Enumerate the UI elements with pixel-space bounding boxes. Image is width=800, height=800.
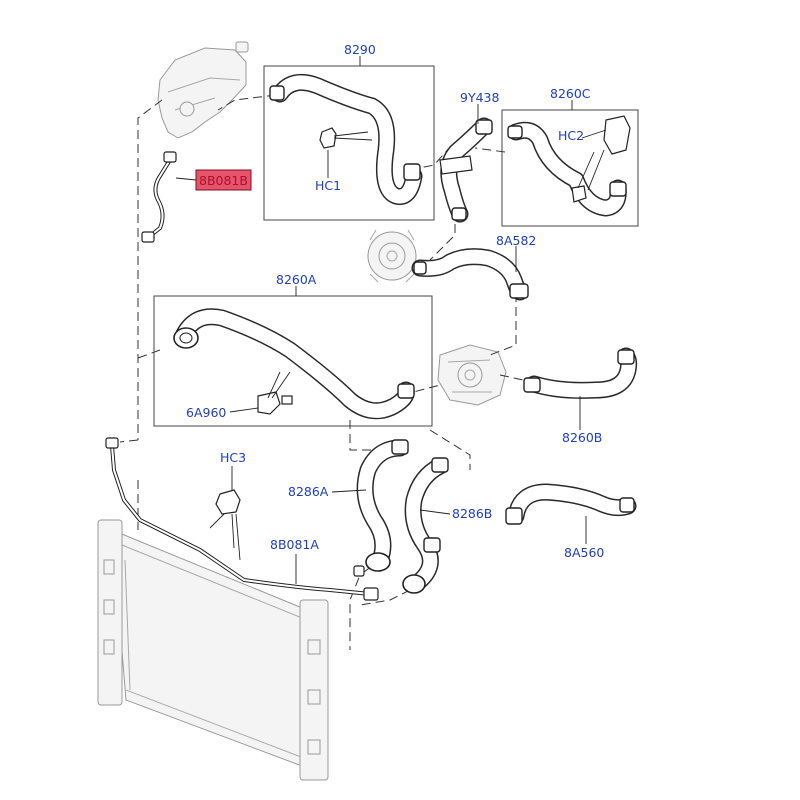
hose-8286a[interactable] — [356, 439, 409, 572]
thermostat-housing-outline — [437, 344, 507, 406]
hose-8260b[interactable] — [523, 347, 638, 399]
hose-8260a[interactable] — [173, 308, 415, 420]
label-8b081b: 8B081B — [199, 173, 248, 188]
bracket-6a960[interactable] — [257, 391, 293, 415]
label-hc3: HC3 — [220, 450, 246, 465]
hose-8290[interactable] — [269, 73, 423, 206]
label-8286b: 8286B — [452, 506, 492, 521]
label-8a582: 8A582 — [496, 233, 536, 248]
hose-8286b[interactable] — [402, 457, 449, 594]
label-8286a: 8286A — [288, 484, 329, 499]
expansion-tank-outline — [157, 41, 249, 139]
hose-8a582[interactable] — [411, 248, 529, 301]
label-hc2: HC2 — [558, 128, 584, 143]
label-8b081a: 8B081A — [270, 537, 319, 552]
water-pump-outline — [367, 229, 417, 283]
hose-9y438[interactable] — [439, 117, 493, 223]
clip-hc2[interactable] — [571, 115, 631, 203]
hose-8260c[interactable] — [507, 121, 627, 217]
label-9y438: 9Y438 — [460, 90, 499, 105]
box-8260c — [501, 109, 639, 227]
label-8260a: 8260A — [276, 272, 317, 287]
clip-hc3[interactable] — [215, 489, 241, 515]
label-8260c: 8260C — [550, 86, 591, 101]
highlighted-part-8b081b[interactable]: 8B081B — [195, 169, 252, 191]
label-8260b: 8260B — [562, 430, 602, 445]
radiator-outline — [97, 519, 329, 781]
label-hc1: HC1 — [315, 178, 341, 193]
clip-hc1[interactable] — [319, 127, 337, 149]
sensor-wire-8b081b[interactable] — [141, 151, 177, 243]
box-8260a — [153, 295, 433, 427]
label-8a560: 8A560 — [564, 545, 604, 560]
leader-lines — [175, 56, 607, 584]
hose-8a560[interactable] — [505, 483, 637, 525]
box-8290 — [263, 65, 435, 221]
label-8290: 8290 — [344, 42, 376, 57]
sensor-wire-8b081a[interactable] — [105, 437, 379, 601]
label-6a960: 6A960 — [186, 405, 226, 420]
